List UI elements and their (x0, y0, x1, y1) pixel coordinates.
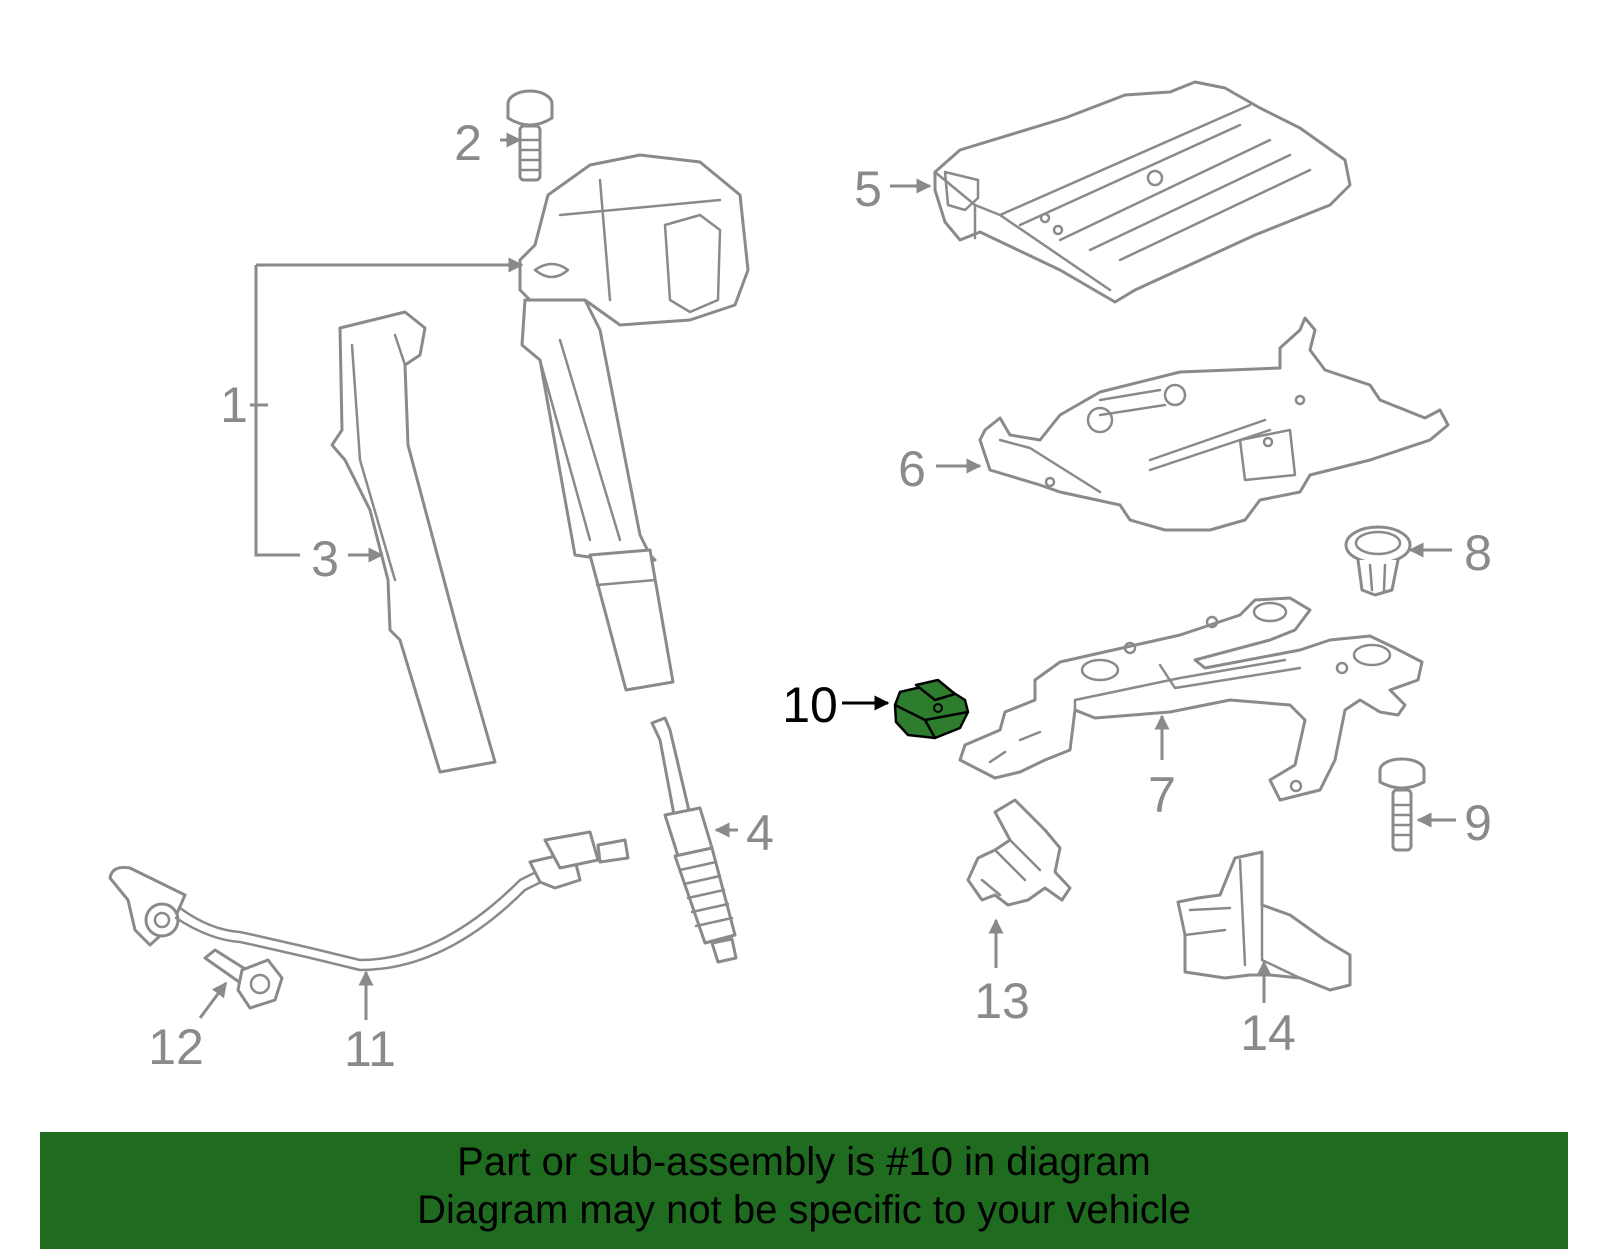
info-banner: Part or sub-assembly is #10 in diagram D… (40, 1132, 1568, 1249)
clip-part-10-highlighted[interactable] (893, 678, 970, 740)
callout-7: 7 (1148, 767, 1176, 823)
callout-2: 2 (454, 115, 482, 171)
spark-plug-part-4[interactable] (650, 716, 738, 964)
grommet-part-8[interactable] (1344, 525, 1412, 597)
banner-line-1: Part or sub-assembly is #10 in diagram (457, 1140, 1151, 1184)
callout-3: 3 (311, 531, 339, 587)
callout-10: 10 (782, 677, 838, 733)
callout-11: 11 (344, 1021, 396, 1077)
coil-boot-part-3[interactable] (330, 310, 497, 774)
leader-lines (198, 132, 1456, 1020)
banner-line-2: Diagram may not be specific to your vehi… (417, 1188, 1191, 1232)
callout-6: 6 (898, 441, 926, 497)
cover-part-5[interactable] (933, 80, 1352, 304)
callout-1: 1 (220, 377, 248, 433)
ignition-coil-part-1[interactable] (518, 153, 750, 692)
callout-8: 8 (1464, 525, 1492, 581)
bracket-part-14[interactable] (1176, 850, 1352, 992)
callout-14: 14 (1240, 1005, 1296, 1061)
sensor-part-11[interactable] (108, 830, 630, 972)
bolt-part-9[interactable] (1378, 757, 1426, 852)
bolt-part-12[interactable] (203, 948, 284, 1010)
sensor-part-13[interactable] (966, 798, 1072, 907)
bolt-part-2[interactable] (506, 89, 554, 182)
bracket-part-7[interactable] (958, 596, 1424, 802)
tray-part-6[interactable] (978, 316, 1450, 532)
callout-9: 9 (1464, 795, 1492, 851)
callout-5: 5 (854, 161, 882, 217)
callout-4: 4 (746, 805, 774, 861)
callout-13: 13 (974, 973, 1030, 1029)
callout-12: 12 (148, 1019, 204, 1075)
